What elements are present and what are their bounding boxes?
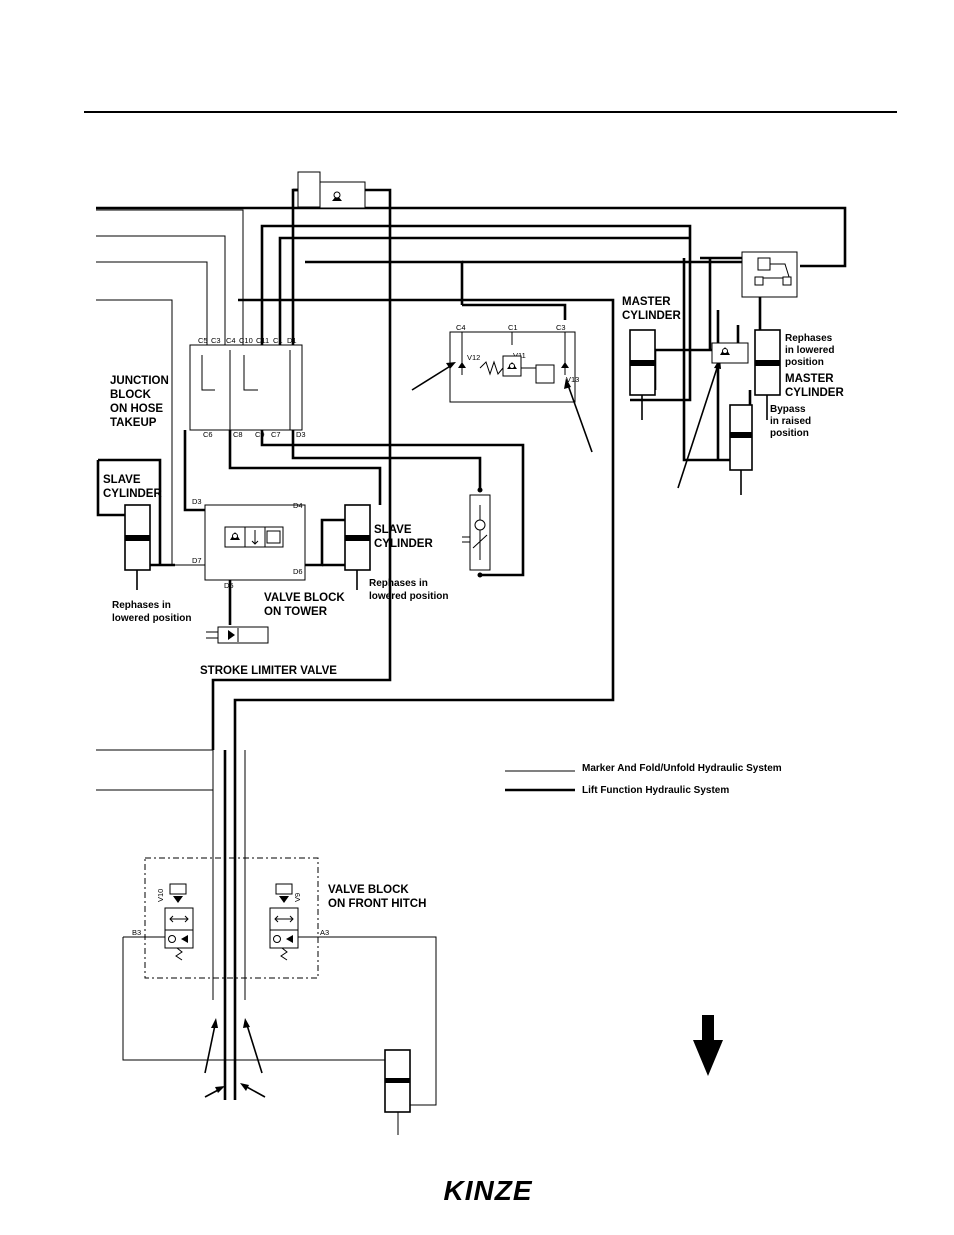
valve-block-tower-label: VALVE BLOCK ON TOWER [264,592,348,618]
slave-cylinder-left-label: SLAVE CYLINDER [103,474,162,500]
arrow-down-icon [693,1015,723,1076]
port-c3-center: C3 [556,323,566,332]
port-v13: V13 [566,375,579,384]
port-c1: C1 [273,336,283,345]
legend-thin-label: Marker And Fold/Unfold Hydraulic System [582,763,782,774]
port-d6-tower: D6 [293,567,303,576]
port-c8: C8 [233,430,243,439]
port-c3: C3 [211,336,221,345]
sequence-valve [462,487,491,578]
rephases-middle-label: Rephases in lowered position [369,578,448,602]
rephases-right-label: Rephases in lowered position [785,333,837,368]
junction-block: C5 C3 C4 C10 C11 C1 D1 C6 C8 C9 C7 D3 [189,336,306,439]
top-right-valve [741,251,798,298]
junction-top-ports: C5 C3 C4 C10 C11 C1 D1 [198,336,297,345]
top-check-valve [297,171,366,209]
stroke-limiter-label: STROKE LIMITER VALVE [200,665,337,677]
rephase-valve-right [711,342,749,364]
port-b3: B3 [132,928,141,937]
port-d3: D3 [296,430,306,439]
junction-block-label: JUNCTION BLOCK ON HOSE TAKEUP [110,375,172,429]
solenoid-valve-v9: V9 [269,883,302,961]
port-d1: D1 [287,336,297,345]
master-cylinder-right [754,329,781,420]
port-c1-center: C1 [508,323,518,332]
port-v12: V12 [467,353,480,362]
port-d5-tower: D5 [224,581,234,590]
kinze-logo-icon: KINZE [444,1175,533,1206]
svg-text:KINZE: KINZE [444,1175,533,1206]
port-c5: C5 [198,336,208,345]
port-c11: C11 [256,336,269,345]
master-cylinder-right-label: MASTER CYLINDER [785,373,844,399]
lift-function-lines [96,188,847,1100]
valve-block-tower: D3 D4 D7 D6 D5 [192,497,306,590]
port-c4-center: C4 [456,323,466,332]
center-valve-block: C4 C1 C3 V12 V11 V13 [449,323,579,403]
lower-cylinder-right [729,404,753,495]
slave-cylinder-right [344,504,371,590]
port-d4-tower: D4 [293,501,303,510]
port-a3: A3 [320,928,329,937]
port-c10: C10 [239,336,253,345]
port-v9: V9 [293,893,302,902]
junction-bottom-ports: C6 C8 C9 C7 D3 [203,430,306,439]
valve-block-front-label: VALVE BLOCK ON FRONT HITCH [328,884,426,910]
bypass-label: Bypass in raised position [770,404,814,439]
slave-cylinder-left [124,504,151,590]
master-cylinder-left [629,329,656,420]
port-v10: V10 [156,889,165,902]
master-cylinder-top-label: MASTER CYLINDER [622,296,681,322]
valve-block-front-hitch: V10 V9 B3 A3 [132,857,329,979]
port-c6: C6 [203,430,213,439]
port-c4: C4 [226,336,236,345]
stroke-limiter-valve [206,626,269,644]
port-d3-tower: D3 [192,497,202,506]
port-c9: C9 [255,430,265,439]
rephases-left-label: Rephases in lowered position [112,600,191,624]
slave-cylinder-right-label: SLAVE CYLINDER [374,524,433,550]
pointer-arrows [204,358,721,1098]
solenoid-valve-v10: V10 [156,883,194,961]
legend-thick-label: Lift Function Hydraulic System [582,785,729,796]
bottom-cylinder [384,1049,411,1113]
legend: Marker And Fold/Unfold Hydraulic System … [505,763,782,796]
port-c7: C7 [271,430,281,439]
port-d7-tower: D7 [192,556,202,565]
